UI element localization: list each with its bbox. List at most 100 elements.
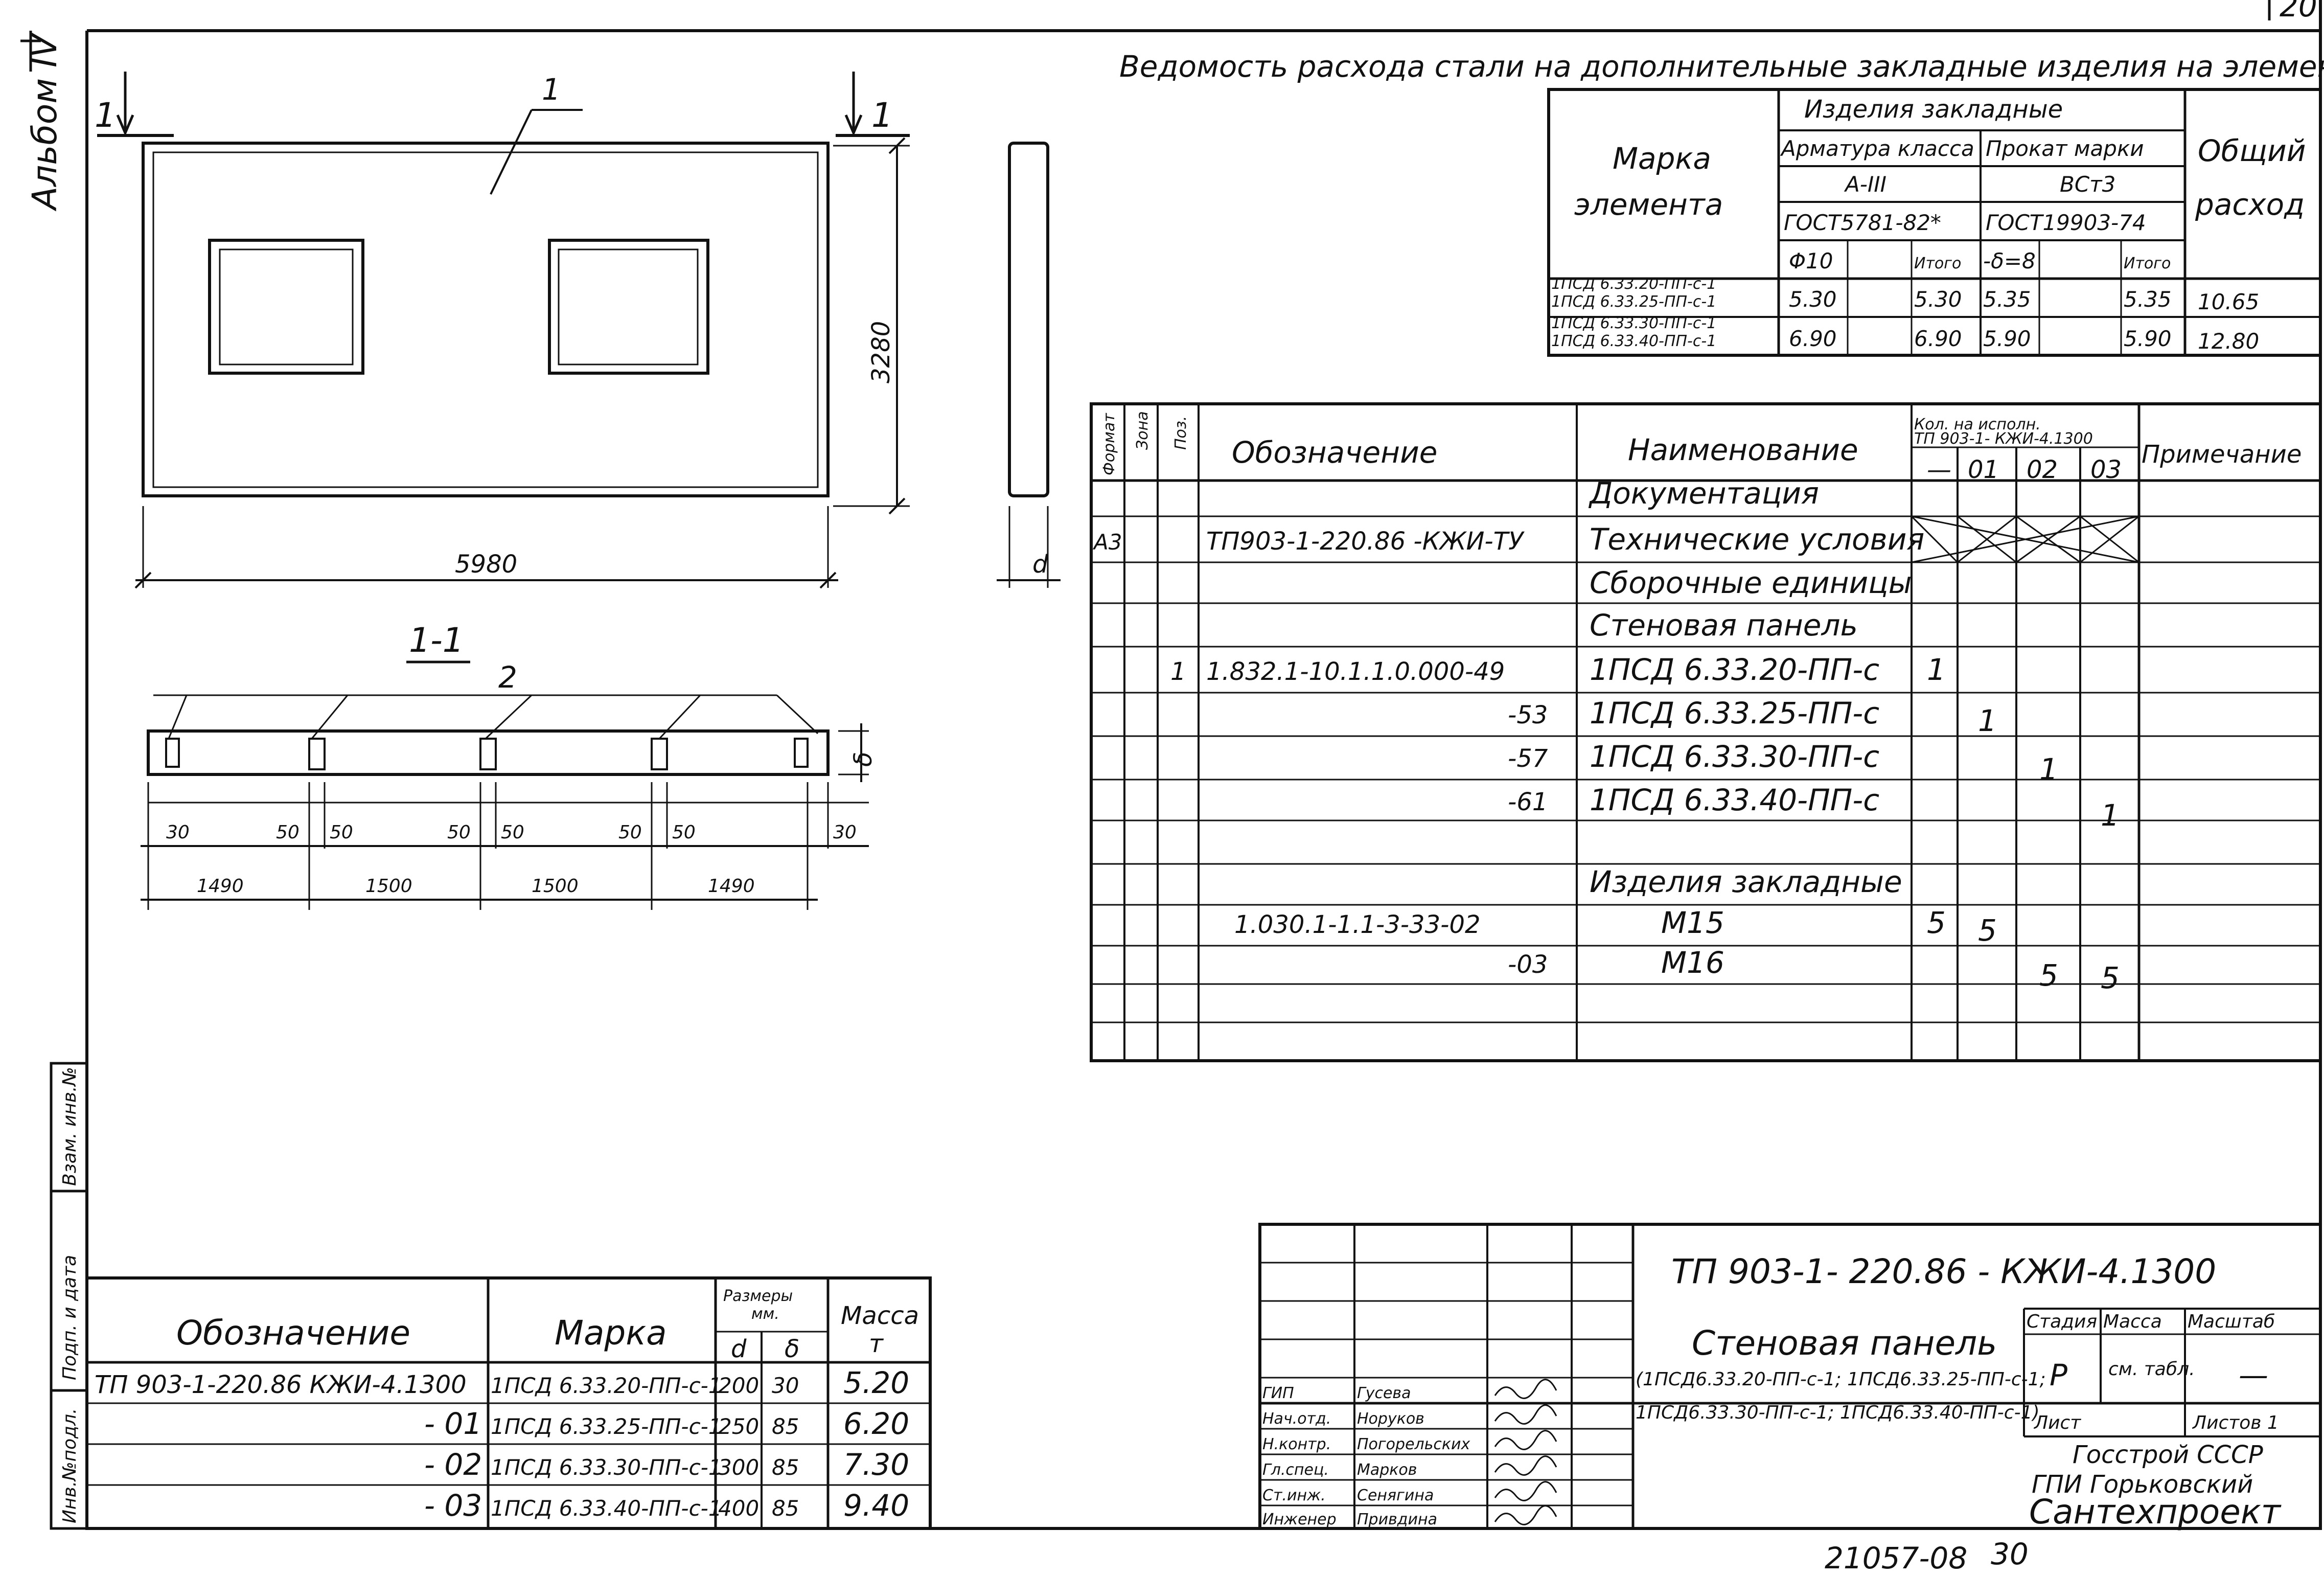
signature — [1494, 1481, 1557, 1501]
staff-name: Марков — [1357, 1461, 1417, 1479]
spec-row-name: Документация — [1588, 476, 1819, 511]
spec-row-name: 1ПСД 6.33.30-ПП-с — [1590, 739, 1879, 774]
length-dimension: 5980 — [455, 550, 517, 579]
title-org-2: ГПИ Горьковский — [2032, 1470, 2253, 1499]
spec-h-format: Формат — [1100, 413, 1118, 475]
steel-row: 1ПСД 6.33.30-ПП-с-1 1ПСД 6.33.40-ПП-с-1 … — [1551, 314, 2259, 354]
spec-row-designation: -03 — [1508, 950, 1548, 979]
height-dimension: 3280 — [867, 321, 895, 383]
dim-50: 50 — [501, 822, 524, 843]
spec-h-qty-2: ТП 903-1- КЖИ-4.1300 — [1914, 430, 2093, 448]
spec-row-qty: 1 — [1927, 652, 1946, 687]
section-leader-2: 2 — [498, 660, 517, 695]
variants-h-designation: Обозначение — [176, 1313, 410, 1353]
side-stamp-inv: Инв.№подл. — [59, 1408, 80, 1523]
variants-rows: ТП 903-1-220.86 КЖИ-4.1300 1ПСД 6.33.20-П… — [95, 1365, 909, 1523]
spec-h-qty: Кол. на исполн. — [1914, 416, 2041, 433]
spec-row-qty: 1 — [2101, 798, 2120, 833]
spec-row-designation: 1.030.1-1.1-3-33-02 — [1234, 910, 1481, 939]
title-stage: Р — [2050, 1358, 2067, 1392]
dim-30-right: 30 — [833, 822, 857, 843]
spec-row-position: 1 — [1170, 657, 1186, 686]
signature — [1494, 1379, 1557, 1399]
variants-h-mark: Марка — [555, 1313, 667, 1353]
steel-armature: Арматура класса — [1780, 136, 1974, 161]
staff-role: Ст.инж. — [1262, 1487, 1326, 1504]
steel-sub-delta: -δ=8 — [1983, 248, 2036, 273]
signature — [1494, 1404, 1557, 1425]
footer-doc-number: 21057-08 — [1825, 1541, 1967, 1575]
variant-row-mass: 5.20 — [843, 1365, 909, 1400]
spec-row-qty: 1 — [1978, 703, 1997, 738]
title-org-1: Госстрой СССР — [2073, 1441, 2263, 1469]
variant-row-mark: 1ПСД 6.33.20-ПП-с-1 — [491, 1373, 722, 1398]
variant-row-delta: 85 — [772, 1414, 799, 1439]
title-mass: см. табл. — [2108, 1359, 2195, 1380]
spec-row-name: Технические условия — [1590, 522, 1924, 557]
staff-role: Гл.спец. — [1262, 1461, 1329, 1479]
variant-row-d: 250 — [718, 1414, 759, 1439]
spec-row-name: Стеновая панель — [1590, 608, 1858, 643]
steel-row-mark: 1ПСД 6.33.30-ПП-с-1 — [1551, 314, 1716, 332]
spec-row-designation: 1.832.1-10.1.1.0.000-49 — [1206, 657, 1505, 686]
steel-row-delta: 5.90 — [1983, 326, 2031, 351]
steel-row-delta: 5.35 — [1983, 287, 2031, 312]
span-3: 1500 — [532, 876, 579, 897]
title-block-grid — [1258, 1223, 2322, 1530]
title-name-1: Стеновая панель — [1692, 1323, 1997, 1363]
title-sheets: Листов 1 — [2192, 1412, 2279, 1433]
variant-row-delta: 30 — [772, 1373, 799, 1398]
variants-h-mass-unit: т — [869, 1330, 884, 1358]
dim-50: 50 — [618, 822, 642, 843]
panel-elevation — [97, 72, 910, 589]
staff-role: Н.контр. — [1262, 1435, 1331, 1453]
steel-row-mark: 1ПСД 6.33.20-ПП-с-1 — [1551, 275, 1716, 293]
steel-profile: Прокат марки — [1986, 136, 2144, 161]
dim-50: 50 — [672, 822, 696, 843]
variant-row-delta: 85 — [772, 1496, 799, 1521]
dim-50: 50 — [330, 822, 353, 843]
steel-table-grid — [1547, 88, 2322, 357]
steel-armature-class: A-III — [1844, 172, 1886, 197]
spec-row-format: А3 — [1092, 530, 1122, 555]
title-name-2: (1ПСД6.33.20-ПП-с-1; 1ПСД6.33.25-ПП-с-1; — [1636, 1369, 2046, 1390]
spec-row-name: Изделия закладные — [1590, 864, 1902, 899]
spec-row-name: М16 — [1661, 945, 1724, 980]
variants-h-d: d — [731, 1335, 747, 1363]
variant-row-mass: 7.30 — [843, 1447, 909, 1482]
variant-row-designation: - 02 — [424, 1447, 482, 1482]
dim-50: 50 — [447, 822, 471, 843]
steel-col-mark-2: элемента — [1574, 187, 1723, 222]
spec-row-designation: ТП903-1-220.86 -КЖИ-ТУ — [1206, 527, 1525, 556]
variants-h-mass: Масса — [841, 1301, 919, 1330]
steel-row-total: 10.65 — [2198, 289, 2259, 314]
staff-name: Погорельских — [1357, 1435, 1470, 1453]
spec-row-qty: 5 — [2101, 961, 2120, 995]
steel-row: 1ПСД 6.33.20-ПП-с-1 1ПСД 6.33.25-ПП-с-1 … — [1551, 275, 2259, 314]
title-doc-code: ТП 903-1- 220.86 - КЖИ-4.1300 — [1671, 1252, 2216, 1291]
signature — [1494, 1455, 1557, 1476]
steel-sub-itogo-2: Итого — [2124, 255, 2171, 272]
corner-page-number: 20 — [2280, 0, 2317, 24]
section-callout-right: 1 — [871, 96, 893, 135]
steel-col-mark-1: Марка — [1613, 141, 1711, 176]
variant-row-designation: ТП 903-1-220.86 КЖИ-4.1300 — [95, 1371, 467, 1399]
spec-row-qty: 5 — [1927, 905, 1946, 940]
variants-h-sizes-2: мм. — [751, 1305, 779, 1323]
steel-group: Изделия закладные — [1804, 95, 2063, 124]
title-org-3: Сантехпроект — [2029, 1492, 2282, 1532]
side-stamp-replace: Взам. инв.№ — [59, 1067, 80, 1186]
spec-table-grid — [1090, 402, 2322, 1062]
variant-row-mark: 1ПСД 6.33.25-ПП-с-1 — [491, 1414, 722, 1439]
variant-row-d: 400 — [718, 1496, 759, 1521]
spec-h-dash: — — [1927, 455, 1951, 484]
dim-50: 50 — [276, 822, 300, 843]
steel-sub-d10: Φ10 — [1789, 248, 1833, 273]
spec-row-name: Сборочные единицы — [1590, 565, 1912, 600]
steel-sub-itogo-1: Итого — [1914, 255, 1961, 272]
dim-30-left: 30 — [166, 822, 190, 843]
spec-h-01: 01 — [1968, 455, 1999, 484]
